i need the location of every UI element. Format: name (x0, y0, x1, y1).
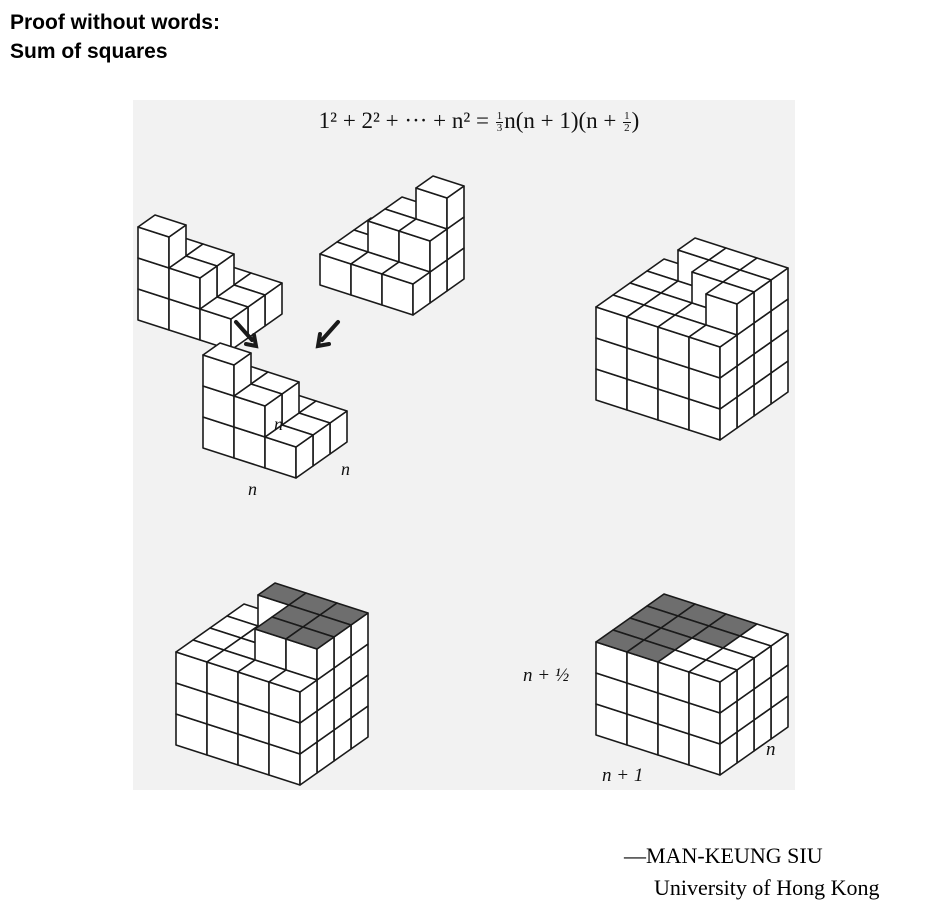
assembled-staircases (595, 237, 789, 441)
arrows (234, 320, 340, 349)
label-box-depth: n (766, 739, 776, 760)
label-pyramid-side-left: n (248, 479, 257, 499)
cube-top-face (688, 659, 738, 683)
cube-top-face (705, 281, 755, 305)
formula-middle: n(n + 1)(n + (504, 108, 617, 133)
staircase-piece-left (137, 214, 283, 351)
label-box-width: n + 1 (602, 765, 643, 786)
author-line: —MAN-KEUNG SIU (624, 843, 823, 868)
label-box-height: n + ½ (523, 665, 569, 686)
attribution: —MAN-KEUNG SIU University of Hong Kong (624, 840, 879, 904)
cube-top-face (137, 214, 187, 238)
rectangular-box (595, 593, 789, 776)
cube-top-face (202, 342, 252, 366)
title-line-2: Sum of squares (10, 40, 168, 63)
formula-end: ) (631, 108, 640, 133)
title-line-1: Proof without words: (10, 11, 220, 34)
title-block: Proof without words: Sum of squares (10, 8, 220, 66)
cube-top-face (415, 175, 465, 199)
cube-top-face (688, 324, 738, 348)
cube-top-face (398, 218, 448, 242)
pyramid (202, 342, 348, 479)
arrow-right-icon (315, 320, 340, 349)
author-name: MAN-KEUNG SIU (646, 843, 823, 868)
cube-top-face (285, 626, 335, 650)
label-pyramid-side-right: n (341, 459, 350, 479)
arrow-left-icon (234, 320, 259, 349)
affiliation: University of Hong Kong (654, 875, 880, 900)
staircase-piece-right (319, 175, 465, 316)
formula-lhs: 1² + 2² + ··· + n² = (318, 108, 489, 133)
cube-top-face (381, 261, 431, 285)
three-pyramids-assembled (175, 582, 369, 786)
label-pyramid-height: n (274, 414, 283, 434)
cube-top-face (268, 669, 318, 693)
